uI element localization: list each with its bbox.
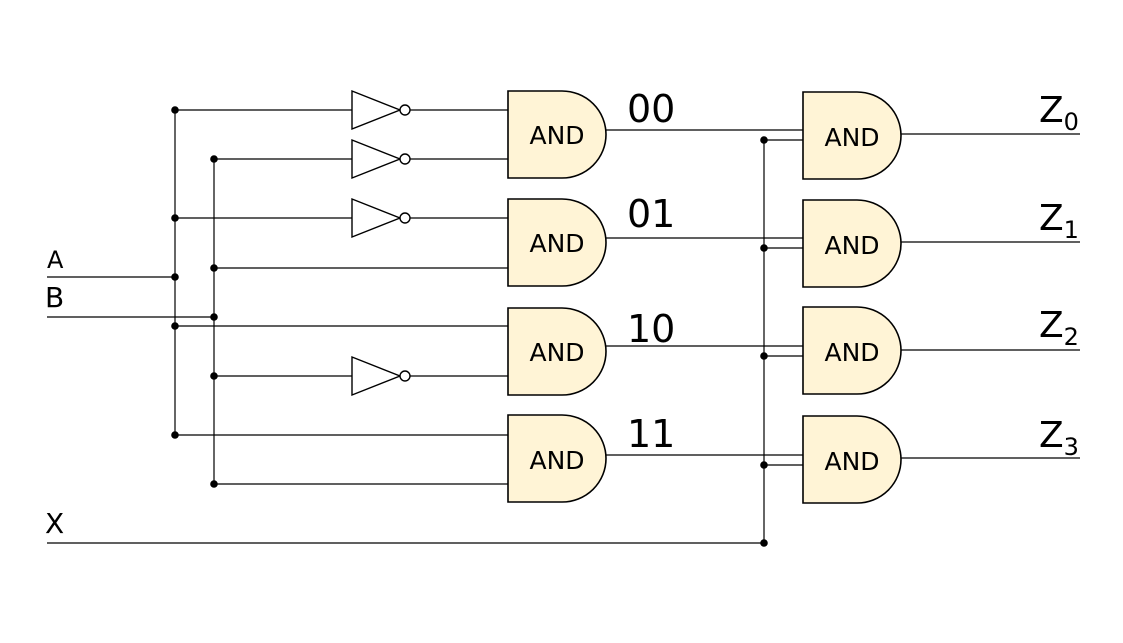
junction-dot — [171, 431, 179, 439]
decode-code-label: 01 — [627, 192, 675, 236]
and-gate-label: AND — [824, 338, 879, 367]
decode-code-label: 10 — [627, 307, 675, 351]
junction-dot — [760, 539, 768, 547]
junction-dots — [171, 106, 768, 547]
and-gate-label: AND — [529, 338, 584, 367]
decode-code-label: 11 — [627, 412, 675, 456]
output-label-z1: Z1 — [1039, 198, 1079, 244]
and-gate-label: AND — [529, 446, 584, 475]
junction-dot — [171, 214, 179, 222]
and-gate-decode-11: AND — [507, 414, 607, 503]
and-gate-decode-01: AND — [507, 198, 607, 287]
and-gate-z3: AND — [802, 415, 902, 504]
and-gate-z2: AND — [802, 306, 902, 395]
and-gate-z1: AND — [802, 199, 902, 288]
junction-dot — [210, 264, 218, 272]
junction-dot — [210, 155, 218, 163]
not-gate — [351, 197, 411, 239]
output-label-z2: Z2 — [1039, 305, 1079, 351]
and-gate-z0: AND — [802, 91, 902, 180]
input-label-x: X — [45, 507, 64, 540]
junction-dot — [210, 372, 218, 380]
and-gate-decode-10: AND — [507, 307, 607, 396]
and-gate-label: AND — [824, 123, 879, 152]
and-gate-label: AND — [529, 121, 584, 150]
junction-dot — [171, 322, 179, 330]
junction-dot — [171, 106, 179, 114]
branch-wires — [175, 109, 508, 485]
output-wires — [900, 133, 1080, 459]
decode-code-label: 00 — [627, 87, 675, 131]
junction-dot — [171, 273, 179, 281]
junction-dot — [760, 244, 768, 252]
and-gate-label: AND — [824, 231, 879, 260]
junction-dot — [760, 461, 768, 469]
not-gate — [351, 138, 411, 180]
output-label-z3: Z3 — [1039, 415, 1079, 461]
output-label-z0: Z0 — [1039, 90, 1079, 136]
junction-dot — [760, 352, 768, 360]
buses — [174, 110, 765, 543]
and-gate-decode-00: AND — [507, 90, 607, 179]
and-gate-label: AND — [529, 229, 584, 258]
and-gate-label: AND — [824, 447, 879, 476]
not-gate — [351, 355, 411, 397]
input-label-b: B — [45, 281, 64, 314]
junction-dot — [760, 136, 768, 144]
not-gate — [351, 89, 411, 131]
input-wires — [47, 276, 764, 544]
junction-dot — [210, 480, 218, 488]
stage-wires — [606, 129, 803, 466]
junction-dot — [210, 313, 218, 321]
input-label-a: A — [47, 246, 64, 274]
